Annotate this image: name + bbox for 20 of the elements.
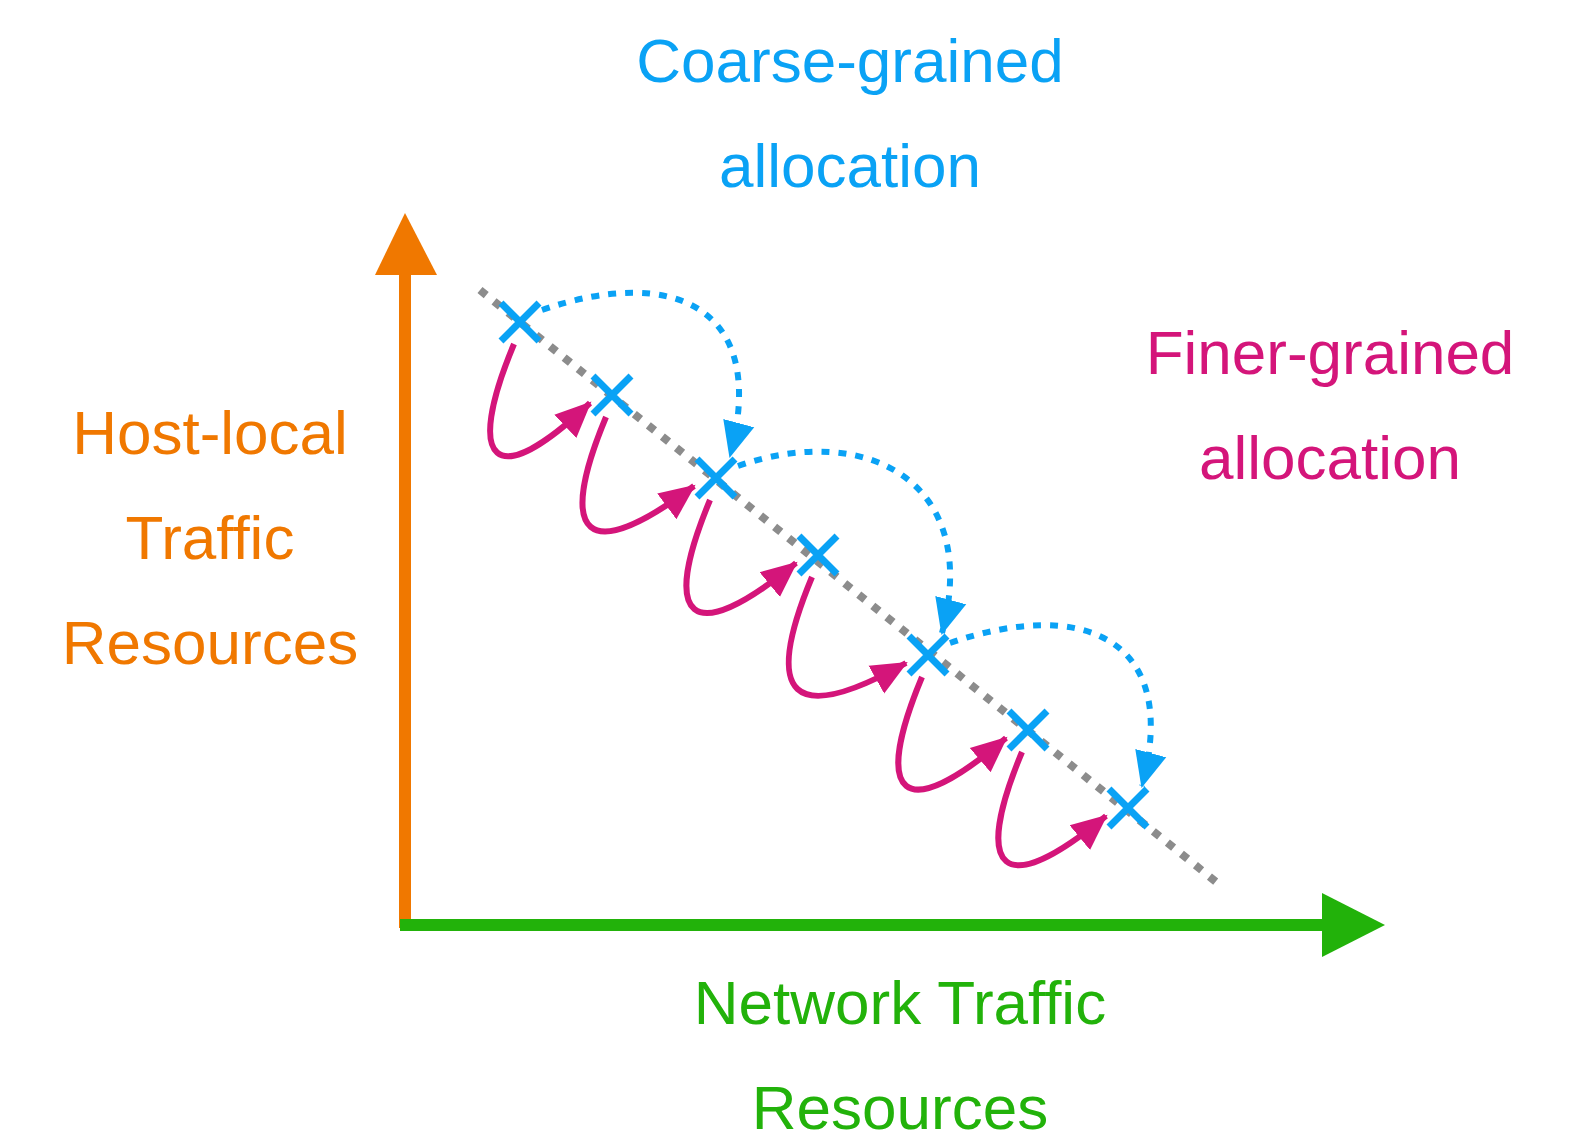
cross-mark xyxy=(906,633,950,677)
axis-label: Network Traffic Resources xyxy=(692,967,1108,1140)
axis-label: Host-local Traffic Resources xyxy=(60,397,360,679)
arrow xyxy=(737,449,965,635)
arrow xyxy=(487,342,592,459)
cross-mark xyxy=(1106,786,1150,830)
arrow xyxy=(785,575,908,699)
cross-mark xyxy=(1006,708,1050,752)
axis-label: Finer-grained allocation xyxy=(1144,317,1516,494)
arrow xyxy=(995,750,1108,868)
axis-label: Coarse-grained allocation xyxy=(635,25,1065,202)
arrow xyxy=(895,675,1008,793)
cross-mark xyxy=(796,533,840,577)
cross-mark xyxy=(694,456,738,500)
arrow xyxy=(683,498,798,616)
cross-mark xyxy=(498,300,542,344)
arrow xyxy=(541,289,753,458)
arrow xyxy=(949,622,1165,788)
cross-mark xyxy=(590,373,634,417)
arrow xyxy=(579,415,696,534)
